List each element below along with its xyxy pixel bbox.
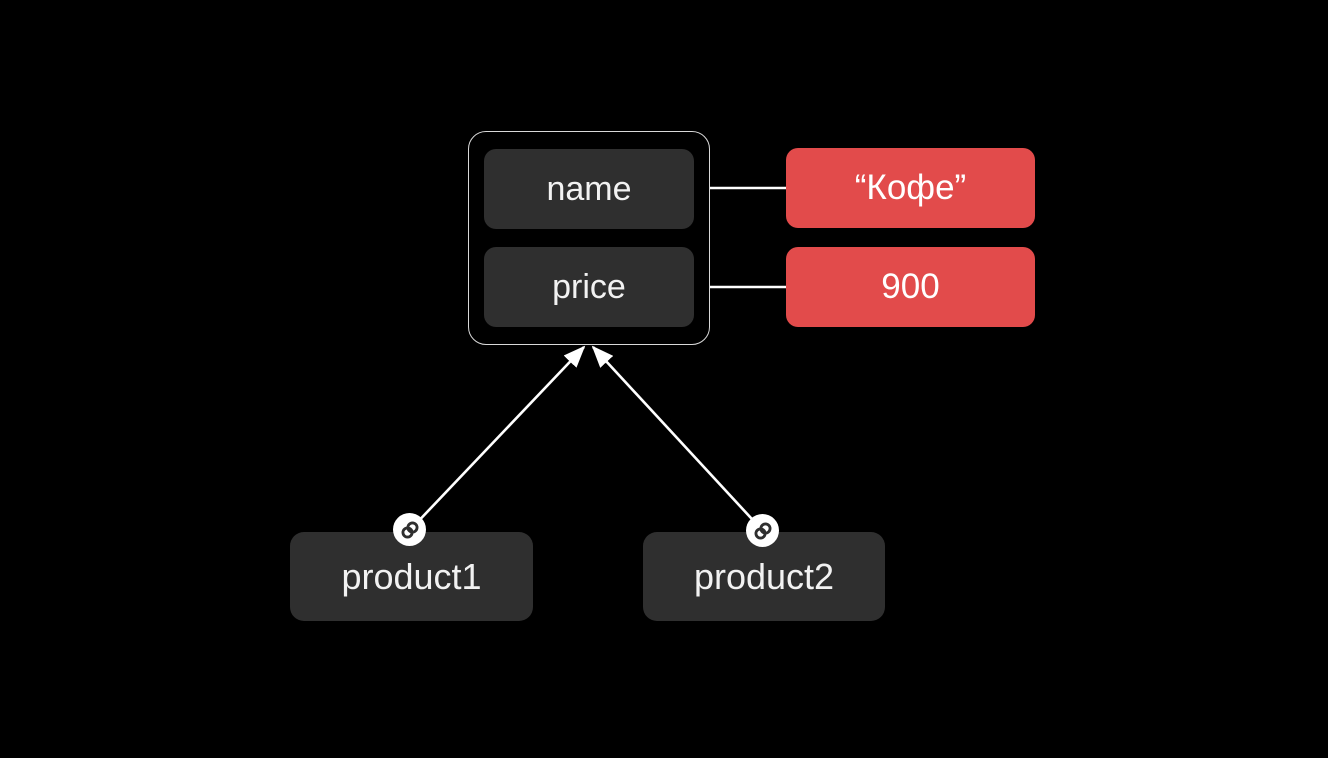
value-node-name: “Кофе” [786,148,1035,228]
link-badge-product2 [746,514,779,547]
attribute-label: name [546,169,632,208]
product2-reference-arrow [591,345,764,532]
product1-reference-arrow [409,345,586,531]
reference-node-product2: product2 [643,532,885,621]
link-badge-product1 [393,513,426,546]
reference-label: product2 [693,555,835,597]
reference-label: product1 [341,555,482,597]
attribute-node-price: price [484,247,694,327]
link-icon [754,522,771,539]
attribute-node-name: name [484,149,694,229]
value-label: “Кофе” [854,168,967,207]
value-label: 900 [881,267,940,306]
link-icon [401,521,418,538]
object-node: name price [468,131,710,345]
reference-node-product1: product1 [290,532,533,621]
attribute-label: price [552,267,626,306]
value-node-price: 900 [786,247,1035,327]
